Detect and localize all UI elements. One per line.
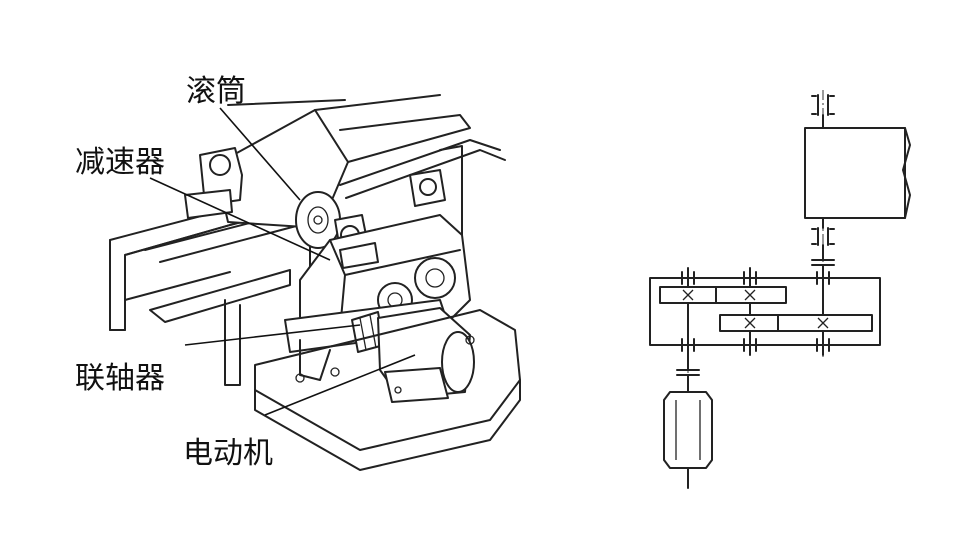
reducer-leader (149, 177, 331, 261)
gear-pair-high-speed (659, 286, 787, 304)
label-reducer: 减速器 (75, 145, 165, 180)
motor-symbol (663, 391, 713, 489)
drum (214, 94, 506, 249)
gear-pair-low-speed (719, 314, 873, 332)
motor (377, 307, 475, 403)
input-coupling-symbol (676, 369, 700, 393)
coupling-leader (184, 324, 361, 346)
mid-bearing-symbol (811, 217, 835, 246)
drum-block (804, 127, 906, 219)
conveyor-drive-illustration: 滚筒 减速器 联轴器 电动机 (75, 74, 521, 471)
transmission-schematic (649, 90, 911, 489)
label-motor: 电动机 (183, 436, 273, 471)
bearing-blocks (184, 145, 463, 251)
housing-bearings (681, 271, 830, 352)
motor-leader (264, 354, 416, 416)
base-plate (254, 309, 521, 471)
label-drum: 滚筒 (186, 74, 246, 109)
label-coupling: 联轴器 (75, 361, 165, 396)
top-bearing-symbol (811, 94, 835, 129)
drum-leader (219, 107, 301, 201)
output-coupling-symbol (811, 244, 835, 279)
